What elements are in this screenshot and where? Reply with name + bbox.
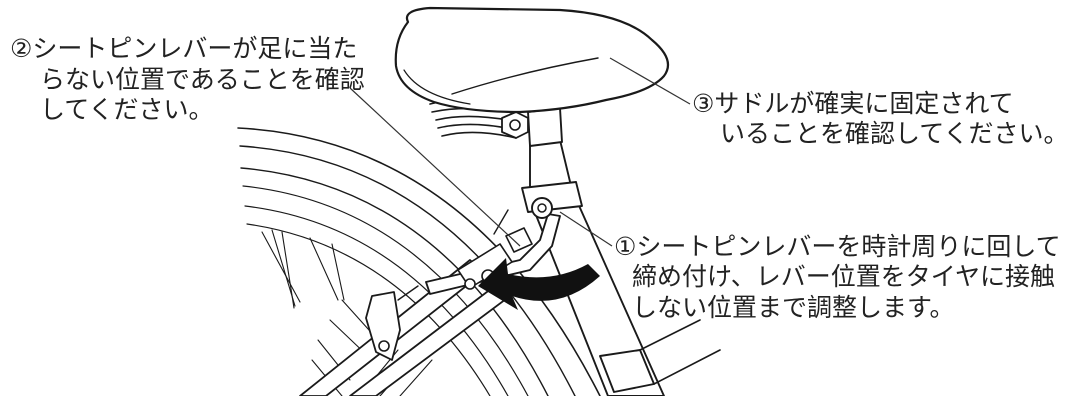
leader-lever-adjust bbox=[559, 211, 613, 247]
callout-lever-adjust-line-2: 締め付け、レバー位置をタイヤに接触 bbox=[632, 262, 1055, 291]
callout-saddle-check-line-2: いることを確認してください。 bbox=[720, 119, 1069, 148]
seat-tube bbox=[521, 139, 721, 396]
callout-saddle-check-line-1: ③サドルが確実に固定されて bbox=[692, 89, 1014, 118]
leader-lever-check bbox=[349, 87, 521, 247]
callout-lever-check-line-3: してください。 bbox=[40, 95, 214, 124]
callout-lever-adjust-line-3: しない位置まで調整します。 bbox=[632, 293, 955, 322]
callout-lever-check-line-2: らない位置であることを確認 bbox=[40, 65, 365, 94]
callout-lever-check: ②シートピンレバーが足に当た らない位置であることを確認 してください。 bbox=[10, 34, 365, 124]
seat-stays bbox=[299, 259, 511, 396]
saddle bbox=[394, 6, 670, 114]
clockwise-arrow-icon bbox=[478, 258, 600, 310]
leader-saddle-check bbox=[609, 57, 691, 105]
callout-saddle-check: ③サドルが確実に固定されて いることを確認してください。 bbox=[692, 89, 1069, 148]
callout-lever-check-line-1: ②シートピンレバーが足に当た bbox=[10, 34, 357, 63]
leader-lines bbox=[349, 57, 691, 247]
callout-lever-adjust-line-1: ①シートピンレバーを時計周りに回して bbox=[614, 232, 1061, 261]
callout-lever-adjust: ①シートピンレバーを時計周りに回して 締め付け、レバー位置をタイヤに接触 しない… bbox=[614, 232, 1061, 322]
